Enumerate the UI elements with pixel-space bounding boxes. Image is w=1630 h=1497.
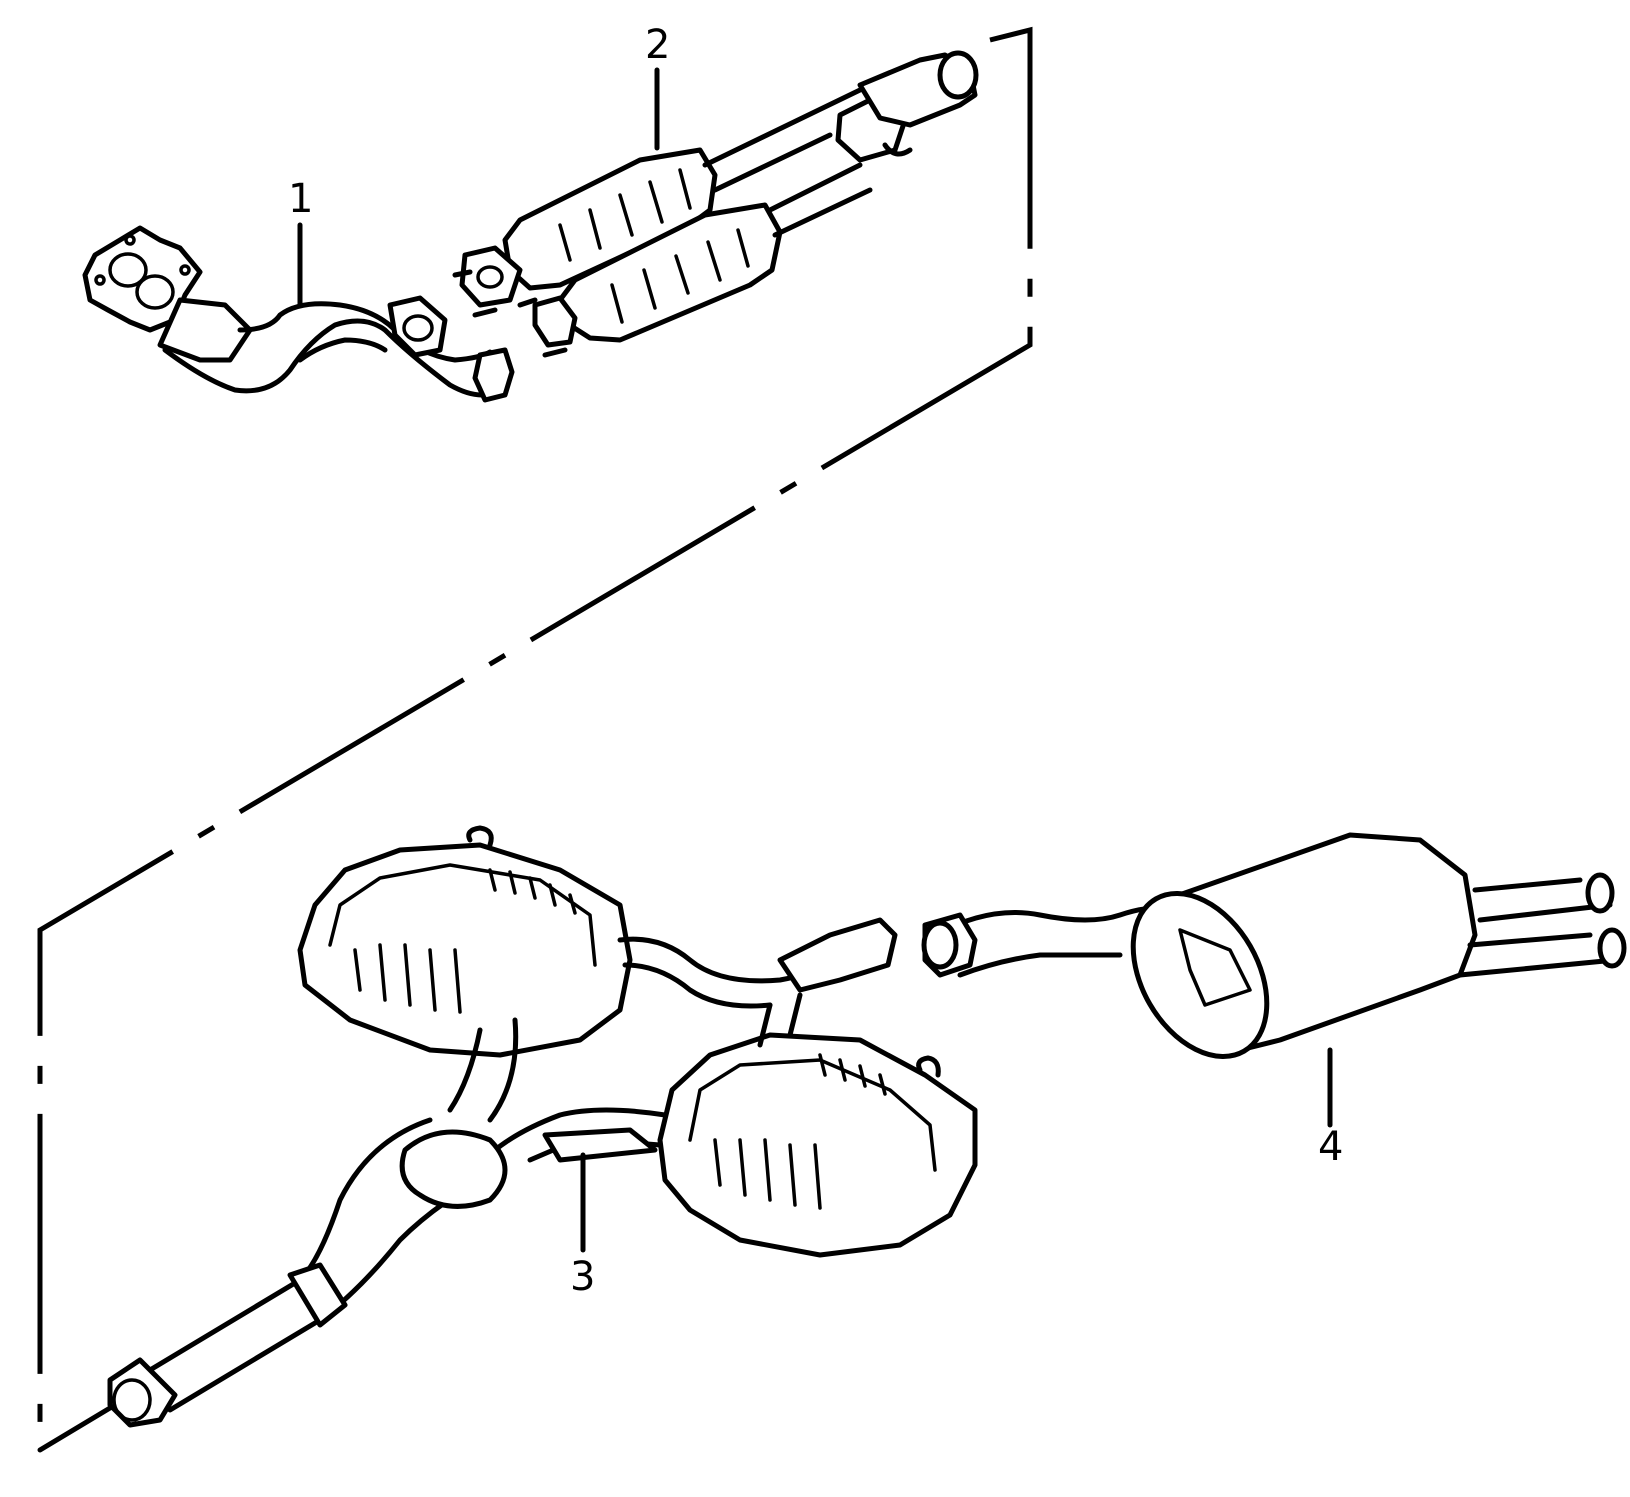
part-4-rear-silencer[interactable] [921, 832, 1627, 1080]
callout-3: 3 [570, 1254, 595, 1300]
callout-1: 1 [288, 176, 313, 222]
part-1-front-pipe[interactable] [82, 225, 515, 403]
part-2-catalytic-converters[interactable] [452, 50, 979, 358]
callout-4: 4 [1318, 1124, 1343, 1170]
assembly-frame [37, 26, 1033, 1453]
part-3-center-mufflers[interactable] [107, 825, 978, 1428]
callout-2: 2 [645, 22, 670, 68]
leader-lines [297, 67, 1333, 1253]
